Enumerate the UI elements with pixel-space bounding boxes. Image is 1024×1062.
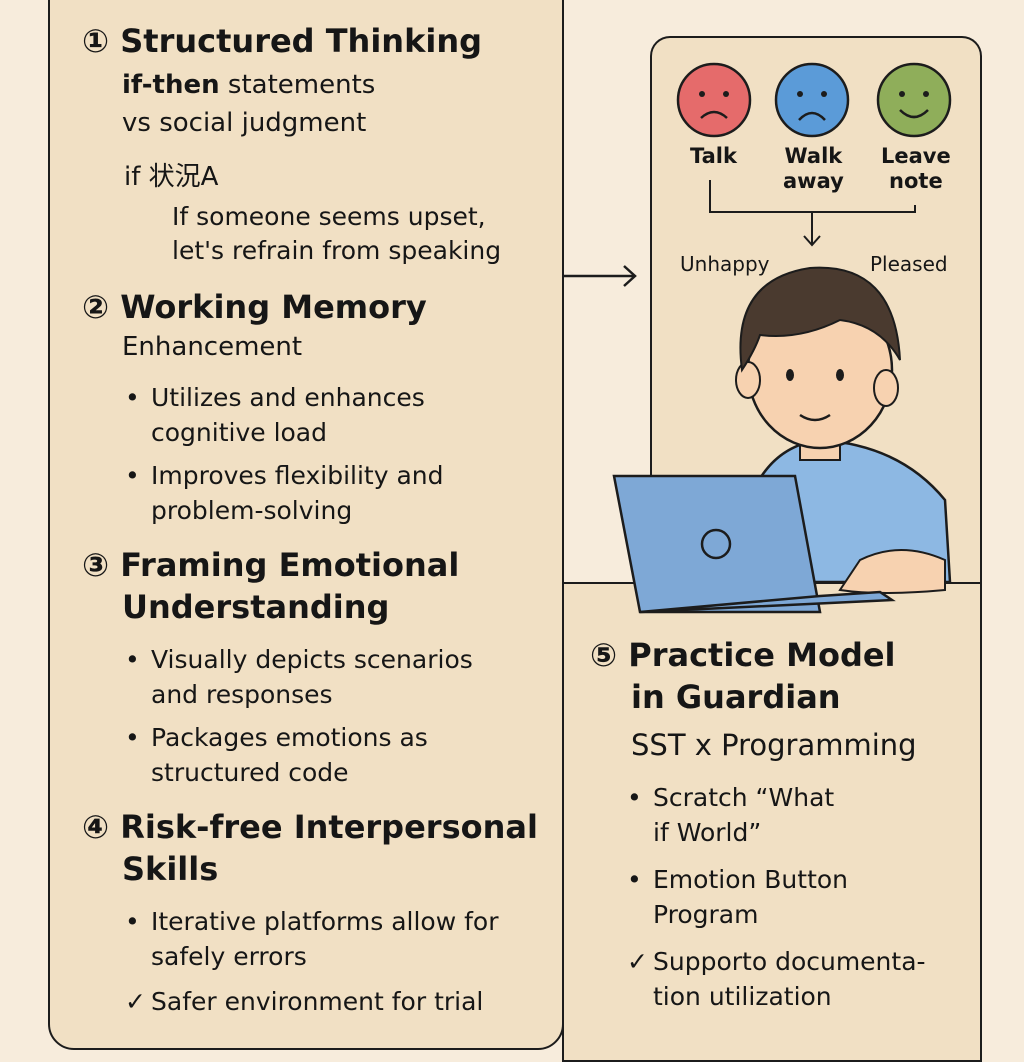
example-line-2: let's refrain from speaking — [172, 236, 502, 265]
check-item: ✓Supporto documenta-tion utilization — [627, 947, 926, 1011]
section-2-subtitle: Enhancement — [122, 332, 303, 362]
option-label-talk: Talk — [690, 144, 737, 168]
laptop-icon — [612, 474, 896, 614]
section-1-line3: if 状況A — [124, 162, 219, 192]
sad-face-blue-icon — [774, 62, 850, 138]
section-4-title-2: Skills — [122, 850, 219, 888]
section-3-title-2: Understanding — [122, 588, 390, 626]
section-2-title: ② Working Memory — [82, 288, 427, 326]
illustration — [612, 62, 952, 614]
section-1-line2: vs social judgment — [122, 108, 367, 138]
section-1-line1: if-then statements — [122, 70, 376, 100]
bracket-arrow — [709, 180, 916, 247]
section-4-title: ④ Risk-free Interpersonal — [82, 808, 538, 846]
connector-arrow — [564, 265, 637, 287]
section-1-title: ① Structured Thinking — [82, 22, 483, 60]
check-item: ✓Safer environment for trial — [125, 987, 484, 1016]
section-5-title: ⑤ Practice Model — [590, 636, 896, 674]
example-line-1: If someone seems upset, — [172, 202, 486, 231]
section-5-title-2: in Guardian — [631, 678, 841, 716]
unhappy-label: Unhappy — [680, 252, 770, 276]
section-5-subtitle: SST x Programming — [631, 728, 917, 762]
sad-face-red-icon — [676, 62, 752, 138]
left-panel — [48, 0, 564, 1050]
section-3-title: ③ Framing Emotional — [82, 546, 460, 584]
pleased-label: Pleased — [870, 252, 948, 276]
happy-face-green-icon — [876, 62, 952, 138]
